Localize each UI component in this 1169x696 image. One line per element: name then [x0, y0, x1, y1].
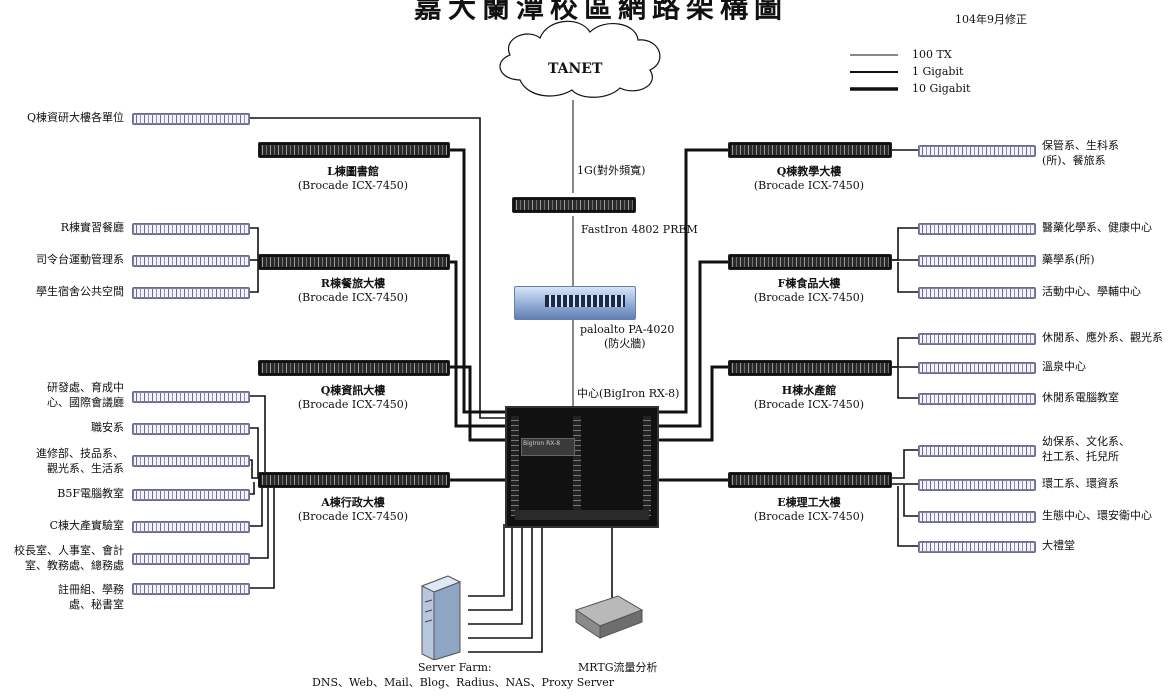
label-q-teach-building: Q棟教學大樓: [776, 165, 842, 178]
switch-l-building: [258, 142, 450, 158]
fastiron-switch: [512, 197, 636, 213]
edge-label-h1: 休閒系、應外系、觀光系: [1042, 331, 1163, 344]
edge-switch-r3: [132, 287, 250, 299]
edge-switch-q-research: [132, 113, 250, 125]
edge-label-h3: 休閒系電腦教室: [1042, 391, 1119, 404]
edge-label-f2: 藥學系(所): [1042, 253, 1095, 266]
edge-label-e3: 生態中心、環安衛中心: [1042, 509, 1152, 522]
model-r-building: (Brocade ICX-7450): [297, 291, 409, 304]
switch-h-building: [728, 360, 892, 376]
revision-note: 104年9月修正: [955, 13, 1027, 26]
model-f-building: (Brocade ICX-7450): [753, 291, 865, 304]
edge-label-e2: 環工系、環資系: [1042, 477, 1119, 490]
edge-label-a3-line2: 觀光系、生活系: [47, 462, 124, 475]
edge-switch-f2: [918, 255, 1036, 267]
mrtg-device-icon: [574, 595, 644, 639]
edge-label-a5: C棟大產實驗室: [49, 519, 124, 532]
edge-label-q1-line2: (所)、餐旅系: [1042, 154, 1106, 167]
edge-label-e1-line1: 幼保系、文化系、: [1042, 435, 1130, 448]
edge-switch-h1: [918, 333, 1036, 345]
edge-label-r2: 司令台運動管理系: [36, 253, 124, 266]
model-a-building: (Brocade ICX-7450): [297, 510, 409, 523]
edge-switch-f1: [918, 223, 1036, 235]
model-l-building: (Brocade ICX-7450): [297, 179, 409, 192]
edge-switch-r2: [132, 255, 250, 267]
edge-label-e1-line2: 社工系、托兒所: [1042, 450, 1119, 463]
fastiron-label: FastIron 4802 PREM: [581, 223, 698, 236]
switch-r-building: [258, 254, 450, 270]
edge-switch-e3: [918, 511, 1036, 523]
edge-switch-e4: [918, 541, 1036, 553]
label-h-building: H棟水產館: [781, 384, 837, 397]
edge-switch-a4: [132, 489, 250, 501]
switch-a-building: [258, 472, 450, 488]
edge-switch-a3: [132, 455, 250, 467]
edge-switch-f3: [918, 287, 1036, 299]
legend-100tx: 100 TX: [912, 48, 952, 61]
edge-switch-a2: [132, 423, 250, 435]
server-farm-label: Server Farm:: [418, 661, 492, 674]
edge-label-a4: B5F電腦教室: [57, 487, 124, 500]
edge-label-a1-line2: 心、國際會議廳: [47, 396, 124, 409]
edge-label-a1-line1: 研發處、育成中: [47, 381, 124, 394]
core-router: BigIron RX-8: [505, 406, 659, 528]
label-e-building: E棟理工大樓: [777, 496, 841, 509]
model-e-building: (Brocade ICX-7450): [753, 510, 865, 523]
label-a-building: A棟行政大樓: [321, 496, 385, 509]
switch-q-info-building: [258, 360, 450, 376]
edge-label-e4: 大禮堂: [1042, 539, 1075, 552]
label-f-building: F棟食品大樓: [777, 277, 841, 290]
switch-e-building: [728, 472, 892, 488]
edge-label-a6-line1: 校長室、人事室、會計: [14, 544, 124, 557]
edge-label-f1: 醫藥化學系、健康中心: [1042, 221, 1152, 234]
edge-label-a6-line2: 室、教務處、總務處: [25, 559, 124, 572]
model-q-info-building: (Brocade ICX-7450): [297, 398, 409, 411]
edge-switch-e1: [918, 445, 1036, 457]
model-q-teach-building: (Brocade ICX-7450): [753, 179, 865, 192]
edge-label-a3-line1: 進修部、技品系、: [36, 447, 124, 460]
edge-label-r3: 學生宿舍公共空間: [36, 285, 124, 298]
page-title: 嘉大蘭潭校區網路架構圖: [414, 0, 789, 24]
bandwidth-label: 1G(對外頻寬): [577, 164, 646, 177]
edge-switch-h3: [918, 393, 1036, 405]
label-r-building: R棟餐旅大樓: [320, 277, 386, 290]
tanet-cloud-shape: [499, 20, 661, 98]
edge-switch-h2: [918, 362, 1036, 374]
tanet-label: TANET: [548, 61, 603, 77]
legend-10g: 10 Gigabit: [912, 82, 971, 95]
edge-label-h2: 溫泉中心: [1042, 360, 1086, 373]
edge-switch-r1: [132, 223, 250, 235]
firewall-sublabel: (防火牆): [604, 337, 646, 350]
edge-label-a7-line2: 處、秘書室: [69, 598, 124, 611]
server-farm-icon: [420, 575, 462, 660]
model-h-building: (Brocade ICX-7450): [753, 398, 865, 411]
edge-label-q1-line1: 保管系、生科系: [1042, 139, 1119, 152]
firewall-device: [514, 286, 636, 320]
legend-1g: 1 Gigabit: [912, 65, 964, 78]
edge-label-r1: R棟實習餐廳: [60, 221, 124, 234]
edge-switch-a5: [132, 521, 250, 533]
edge-label-f3: 活動中心、學輔中心: [1042, 285, 1141, 298]
edge-switch-q1: [918, 145, 1036, 157]
mrtg-label: MRTG流量分析: [578, 661, 658, 674]
label-q-info-building: Q棟資訊大樓: [320, 384, 386, 397]
core-label: 中心(BigIron RX-8): [577, 387, 680, 400]
core-badge: BigIron RX-8: [523, 440, 561, 447]
edge-switch-e2: [918, 479, 1036, 491]
edge-label-a7-line1: 註冊組、學務: [58, 583, 124, 596]
label-l-building: L棟圖書館: [327, 165, 379, 178]
server-farm-services: DNS、Web、Mail、Blog、Radius、NAS、Proxy Serve…: [312, 676, 615, 689]
edge-switch-a1: [132, 391, 250, 403]
edge-label-q-research: Q棟資研大樓各單位: [26, 111, 124, 124]
switch-q-teach-building: [728, 142, 892, 158]
edge-switch-a6: [132, 553, 250, 565]
switch-f-building: [728, 254, 892, 270]
firewall-label: paloalto PA-4020: [580, 323, 675, 336]
edge-switch-a7: [132, 583, 250, 595]
edge-label-a2: 職安系: [91, 421, 124, 434]
